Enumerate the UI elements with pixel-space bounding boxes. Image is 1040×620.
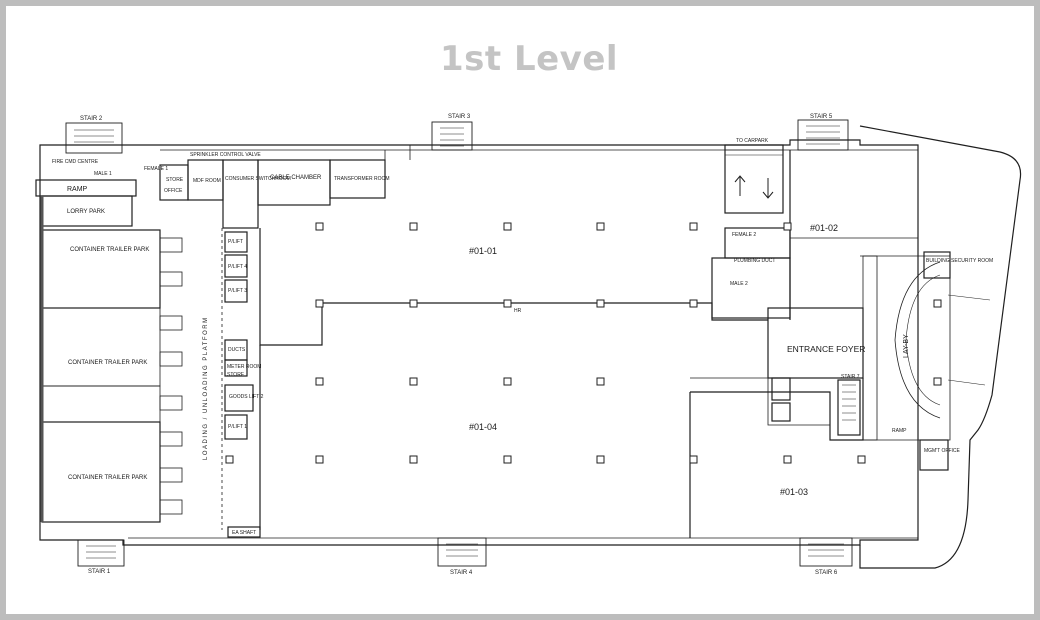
consumer-switchroom-label: CONSUMER SWITCHROOM <box>225 176 291 182</box>
building-outline <box>39 139 919 546</box>
sprinkler-valve-label: SPRINKLER CONTROL VALVE <box>190 152 261 158</box>
stair-5-box <box>797 119 849 151</box>
stair-6-box <box>799 537 853 567</box>
stair-1-box <box>77 539 125 567</box>
carpark-ramp <box>724 144 784 214</box>
forecourt-outline <box>859 125 1022 569</box>
container-park-3 <box>41 421 161 523</box>
page-title: 1st Level <box>439 39 619 79</box>
container-park-1 <box>41 229 161 309</box>
stair-1-label: STAIR 1 <box>88 569 111 575</box>
plumbing-duct-label: PLUMBING DUCT <box>734 258 775 264</box>
lorry-park-label: LORRY PARK <box>67 209 105 215</box>
store-small-label: STORE <box>227 372 245 378</box>
loading-platform-label: LOADING / UNLOADING PLATFORM <box>203 316 209 460</box>
stair-6-label: STAIR 6 <box>815 570 838 576</box>
mdf-room-label: MDF ROOM <box>193 178 221 184</box>
entrance-foyer-label: ENTRANCE FOYER <box>787 344 865 354</box>
unit-label-0102: #01-02 <box>810 223 838 233</box>
unit-label-0104: #01-04 <box>469 422 497 432</box>
ramp-right-label: RAMP <box>892 428 907 434</box>
ea-shaft-label: EA SHAFT <box>232 530 256 536</box>
fire-cmd-label: FIRE CMD CENTRE <box>52 159 99 165</box>
female-2-label: FEMALE 2 <box>732 232 756 238</box>
goods-lift-label: GOODS LIFT 2 <box>229 394 264 400</box>
container-park-3-label: CONTAINER TRAILER PARK <box>68 475 147 481</box>
container-park-2-label: CONTAINER TRAILER PARK <box>68 360 147 366</box>
pl-lift-c-label: P/LIFT 1 <box>228 424 247 430</box>
cable-chamber-label: CABLE CHAMBER <box>270 175 322 181</box>
stair-4-label: STAIR 4 <box>450 570 473 576</box>
male-2-label: MALE 2 <box>730 281 748 287</box>
building-security-label: BUILDING SECURITY ROOM <box>926 258 993 264</box>
container-park-1-label: CONTAINER TRAILER PARK <box>70 247 149 253</box>
hr-mark: HR <box>514 308 522 314</box>
office-label: OFFICE <box>164 188 183 194</box>
store-label: STORE <box>166 177 184 183</box>
unit-label-0101: #01-01 <box>469 246 497 256</box>
to-carpark-label: TO CARPARK <box>736 138 769 144</box>
unit-label-0103: #01-03 <box>780 487 808 497</box>
pl-lift-top-label: P/LIFT <box>228 239 243 245</box>
stair-7-label: STAIR 7 <box>841 374 860 380</box>
stair-5-label: STAIR 5 <box>810 114 833 120</box>
pl-lift-b-label: P/LIFT 3 <box>228 288 247 294</box>
male-left-label: MALE 1 <box>94 171 112 177</box>
pl-lift-a-label: P/LIFT 4 <box>228 264 247 270</box>
meter-room-label: METER ROOM <box>227 364 261 370</box>
stair-2-label: STAIR 2 <box>80 116 103 122</box>
stair-3-label: STAIR 3 <box>448 114 471 120</box>
ducts-label: DUCTS <box>228 347 246 353</box>
ramp-left-label: RAMP <box>67 186 88 193</box>
female-left-label: FEMALE 1 <box>144 166 168 172</box>
transformer-room-label: TRANSFORMER ROOM <box>334 176 390 182</box>
stair-3-box <box>431 121 473 151</box>
lay-by-label: LAY-BY <box>903 334 910 358</box>
mgmt-office-label: MGM'T OFFICE <box>924 448 961 454</box>
stair-4-box <box>437 537 487 567</box>
stair-2-box <box>65 122 123 154</box>
